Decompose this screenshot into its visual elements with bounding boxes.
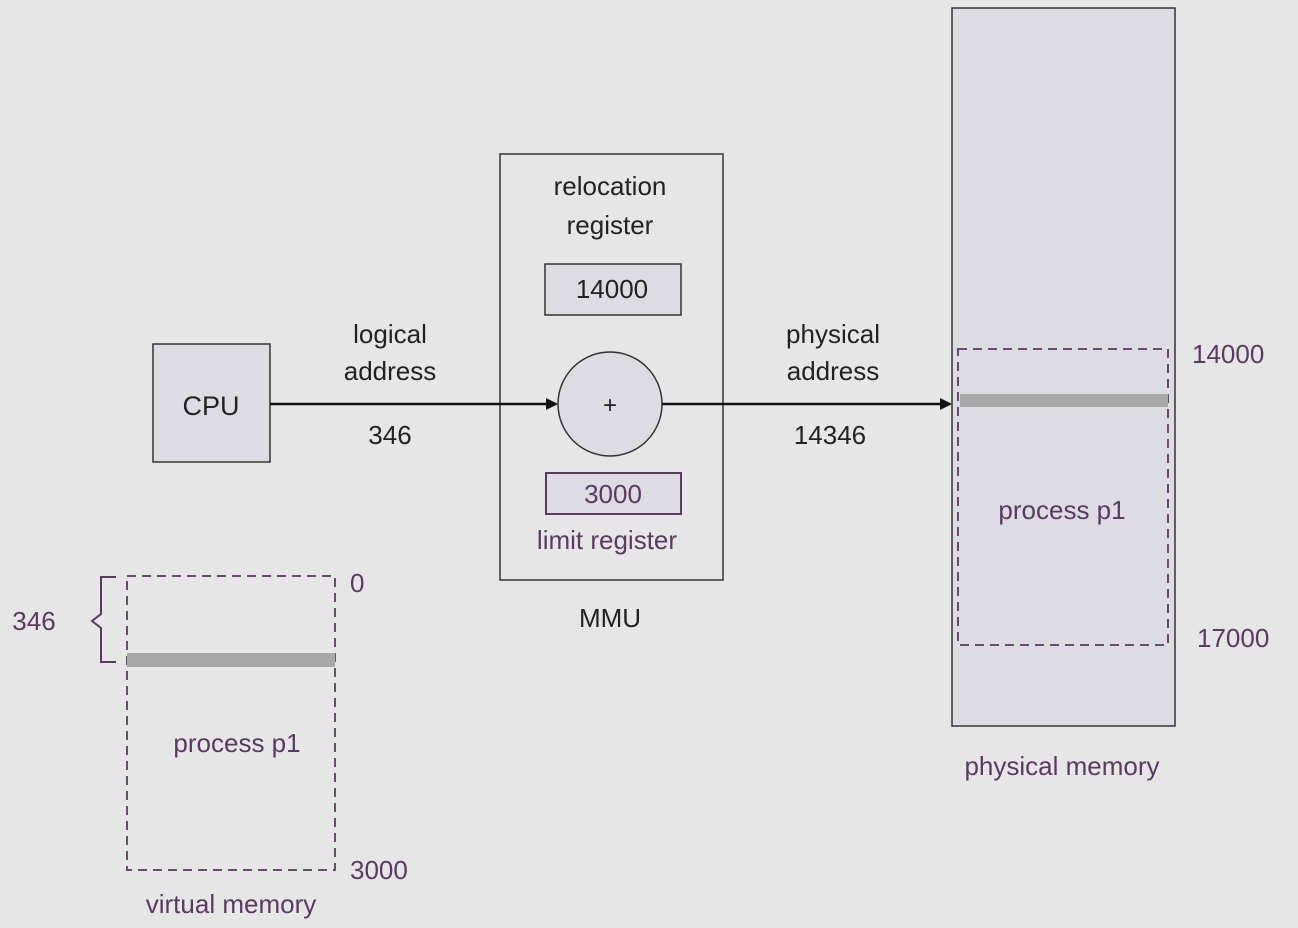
virtual-address-bar	[127, 653, 335, 667]
limit-register-value: 3000	[584, 479, 642, 509]
limit-register-label: limit register	[537, 525, 677, 555]
virtual-start-address: 0	[350, 568, 364, 598]
relocation-register-label-line1: relocation	[554, 171, 667, 201]
offset-label: 346	[12, 606, 55, 636]
virtual-process-region	[126, 575, 336, 871]
logical-address-label-line2: address	[344, 356, 437, 386]
offset-brace	[90, 576, 116, 663]
physical-start-address: 14000	[1192, 339, 1264, 369]
mmu-box	[499, 153, 724, 581]
logical-address-value: 346	[368, 420, 411, 450]
virtual-end-address: 3000	[350, 855, 408, 885]
physical-process-region	[957, 348, 1169, 646]
physical-memory-caption: physical memory	[964, 751, 1159, 781]
physical-address-label-line2: address	[787, 356, 880, 386]
relocation-register-value: 14000	[576, 274, 648, 304]
physical-process-label: process p1	[998, 495, 1125, 525]
virtual-memory-caption: virtual memory	[146, 889, 316, 919]
physical-end-address: 17000	[1197, 623, 1269, 653]
mmu-caption: MMU	[579, 603, 641, 633]
physical-address-label-line1: physical	[786, 319, 880, 349]
physical-memory-block	[951, 7, 1176, 727]
cpu-box	[152, 343, 271, 463]
physical-address-value: 14346	[794, 420, 866, 450]
relocation-register-label-line2: register	[567, 210, 654, 240]
physical-address-bar	[960, 394, 1168, 407]
adder-symbol: +	[603, 392, 617, 419]
virtual-process-label: process p1	[173, 728, 300, 758]
logical-address-label-line1: logical	[353, 319, 427, 349]
cpu-label: CPU	[182, 391, 239, 421]
relocation-register-box	[544, 263, 682, 316]
limit-register-box	[545, 472, 682, 515]
